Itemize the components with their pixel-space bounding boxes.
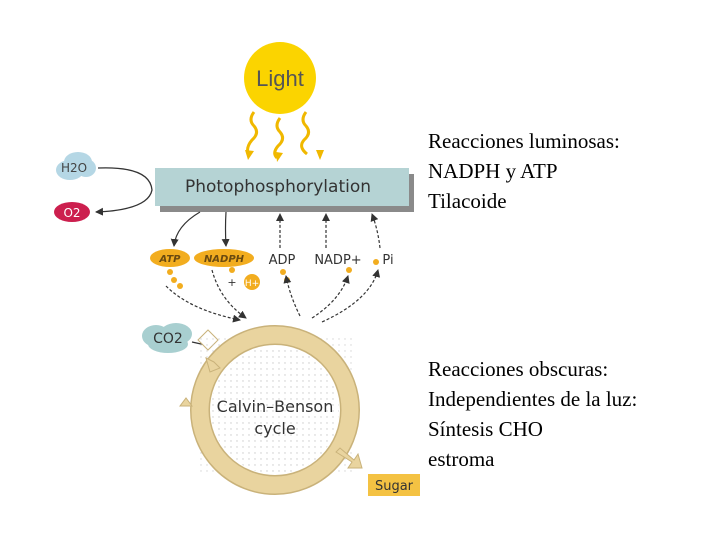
sugar-label: Sugar	[375, 479, 414, 494]
pi-label: Pi	[382, 253, 393, 268]
sugar-box: Sugar	[368, 474, 420, 496]
light-reactions-line3: Tilacoide	[428, 189, 507, 213]
dark-reactions-line3: Síntesis CHO	[428, 417, 543, 441]
co2-label: CO2	[153, 331, 183, 347]
stage-label: Photophosphorylation	[185, 177, 371, 197]
calvin-benson-cycle: Calvin–Benson cycle	[179, 325, 360, 495]
plus-sign: +	[227, 276, 236, 289]
proton-label: H+	[245, 279, 259, 289]
water-label: H2O	[61, 161, 87, 175]
phosphate-beads	[167, 259, 379, 289]
out-of-cycle-arrows	[283, 269, 381, 323]
water-to-oxygen-arrow	[95, 167, 153, 216]
nadph-badge: NADPH	[194, 249, 254, 267]
light-rays	[245, 111, 324, 162]
dark-reactions-line1: Reacciones obscuras:	[428, 357, 609, 381]
dark-reactions-line2: Independientes de la luz:	[428, 387, 638, 411]
adp-label: ADP	[269, 253, 296, 268]
recycle-up-arrows	[276, 213, 381, 249]
light-products-arrows	[170, 211, 230, 247]
cycle-label-line2: cycle	[254, 419, 295, 438]
atp-label: ATP	[159, 254, 182, 265]
oxygen-label: O2	[63, 206, 80, 220]
oxygen-badge: O2	[54, 202, 90, 222]
photophosphorylation-box: Photophosphorylation	[155, 168, 414, 212]
light-reactions-line2: NADPH y ATP	[428, 159, 558, 183]
dark-reactions-line4: estroma	[428, 447, 495, 471]
sugar-arrow	[335, 447, 363, 469]
light-reactions-line1: Reacciones luminosas:	[428, 129, 620, 153]
sun-label: Light	[256, 66, 304, 91]
co2-badge: CO2	[142, 323, 192, 353]
atp-badge: ATP	[150, 249, 190, 267]
water-badge: H2O	[56, 152, 96, 180]
into-cycle-arrows	[165, 269, 247, 323]
sun-icon: Light	[244, 42, 316, 114]
light-reactions-note: Reacciones luminosas: NADPH y ATP Tilaco…	[428, 126, 620, 216]
nadph-label: NADPH	[204, 254, 245, 265]
nadp-plus-label: NADP+	[314, 253, 361, 268]
cycle-label-line1: Calvin–Benson	[217, 397, 334, 416]
dark-reactions-note: Reacciones obscuras: Independientes de l…	[428, 354, 637, 474]
proton-badge: H+	[244, 274, 260, 290]
